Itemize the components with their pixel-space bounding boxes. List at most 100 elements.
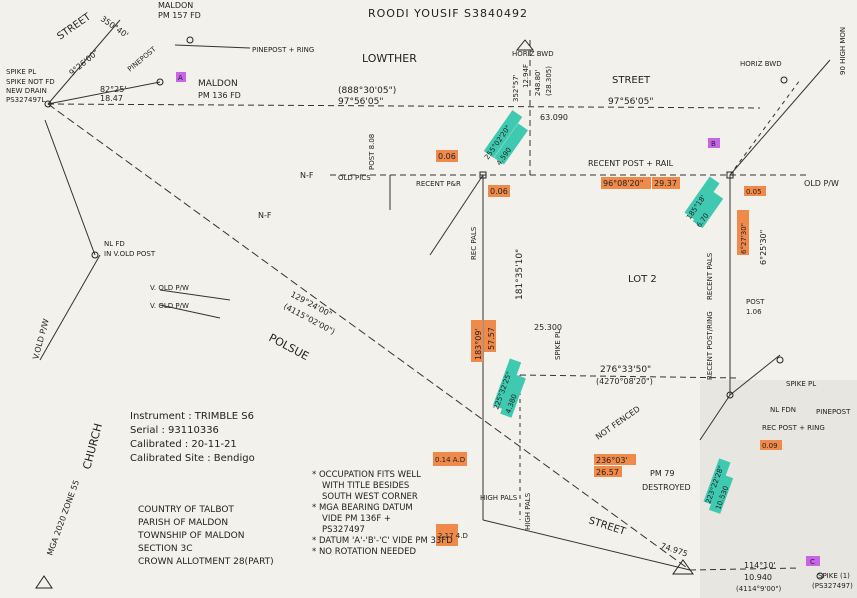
station-spike-left <box>44 100 52 108</box>
hl-box-11 <box>433 452 467 466</box>
label-maldon-136: MALDON <box>198 79 238 89</box>
bearing-text: 74.975 <box>659 541 688 558</box>
highlight-text: 0.14 A.D <box>435 456 465 464</box>
pm-tie-line <box>47 81 161 105</box>
sheet-title: ROODI YOUSIF S3840492 <box>368 7 528 20</box>
station-nl-fd <box>91 251 99 259</box>
bearing-text: V.OLD P/W <box>31 318 51 361</box>
parish-line: COUNTRY OF TALBOT <box>138 505 234 515</box>
note-line: PS327497 <box>322 525 365 535</box>
label-recent-pr: RECENT P&R <box>416 180 461 188</box>
hl-box-3 <box>601 177 651 189</box>
parish-line: CROWN ALLOTMENT 28(PART) <box>138 557 274 567</box>
bearing-text: (4114°9'00") <box>736 585 782 593</box>
teal-box-6 <box>500 374 526 418</box>
notes-block: * OCCUPATION FITS WELL WITH TITLE BESIDE… <box>312 470 453 558</box>
label-spike-bottom: SPIKE (1) <box>818 572 850 580</box>
pinepost-line <box>174 44 251 49</box>
label-post: POST <box>746 298 765 306</box>
note-line: * MGA BEARING DATUM <box>312 503 413 513</box>
hl-box-10 <box>760 440 782 450</box>
bearing-text: 248.80' <box>534 70 542 96</box>
label-vold-pw-1: V. OLD P/W <box>150 284 189 292</box>
hl-box-c <box>806 556 820 566</box>
bearing-text: 6°25'30" <box>759 230 768 265</box>
station-ne-corner <box>726 171 734 179</box>
highlight-text: B <box>711 140 716 148</box>
note-line: * DATUM 'A'-'B'-'C' VIDE PM 33FD <box>312 536 453 546</box>
label-maldon-157: MALDON <box>158 1 193 10</box>
station-bottom-spike <box>816 572 824 580</box>
bearing-text: 29.37 <box>654 179 677 188</box>
station-spike-right <box>776 356 784 364</box>
ne-ring-line <box>729 59 831 176</box>
label-ps-bottom: (PS327497) <box>812 582 853 590</box>
label-pm136: PM 136 FD <box>198 91 241 100</box>
label-spike-right: SPIKE PL <box>786 380 816 388</box>
label-old-pw: OLD P/W <box>804 179 839 188</box>
hl-box-5 <box>744 186 766 196</box>
highlight-text: 2.17 4.D <box>438 532 468 540</box>
instrument-line: Instrument : TRIMBLE S6 <box>130 411 255 422</box>
label-nl-fd: NL FD <box>104 240 125 248</box>
hl-box-12 <box>436 524 458 546</box>
label-rec-post-ring: REC POST + RING <box>762 424 825 432</box>
station-nw-corner <box>479 171 487 179</box>
bearing-text: 181°35'10" <box>515 249 525 300</box>
bearing-text: (4270°08'20") <box>596 377 653 386</box>
pm79-triangle-icon <box>672 559 694 575</box>
label-spike-left: SPIKE PL <box>6 68 36 76</box>
note-line: * OCCUPATION FITS WELL <box>312 470 421 480</box>
label-recent-post-ring: RECENT POST/RING <box>706 311 714 380</box>
nw-street-line <box>47 19 121 105</box>
street-label-nw: STREET <box>55 11 93 42</box>
station-se-corner <box>726 391 734 399</box>
bearing-text: 25.300 <box>534 323 562 332</box>
label-not-fenced: NOT FENCED <box>594 404 642 441</box>
parish-line: SECTION 3C <box>138 544 193 554</box>
highlight-text: 0.05 <box>746 188 762 196</box>
teal-box-7 <box>703 458 731 506</box>
highlight-text: 0.06 <box>490 187 508 196</box>
diagonal-boundary-line <box>47 103 691 571</box>
station-pm157 <box>186 36 194 44</box>
teal-box-4 <box>692 191 724 229</box>
street-label-church: CHURCH <box>80 422 105 471</box>
station-ne-spike <box>780 76 788 84</box>
label-nl-fdn: NL FDN <box>770 406 796 414</box>
note-line: WITH TITLE BESIDES <box>322 481 410 491</box>
label-horiz-bwd-2: HORIZ BWD <box>740 60 782 68</box>
se-tie-line <box>699 394 731 441</box>
highlight-boxes <box>176 72 820 566</box>
label-pm157: PM 157 FD <box>158 11 201 20</box>
street-label-polsue: POLSUE <box>267 331 311 363</box>
bearing-text: 350°40' <box>99 14 130 40</box>
station-pm136 <box>156 78 164 86</box>
hl-box-7 <box>484 320 496 352</box>
bearing-text: 352°57' <box>512 74 520 102</box>
hl-box-1 <box>436 150 458 162</box>
south-line <box>519 374 741 379</box>
ne-tie-line <box>729 79 801 176</box>
serial-line: Serial : 93110336 <box>130 425 219 436</box>
bearing-text: 10.940 <box>744 573 772 582</box>
highlight-text: A <box>178 74 183 82</box>
bearing-text: (28.305) <box>545 66 553 96</box>
label-nf-left: N-F <box>300 171 314 180</box>
label-destroyed: DESTROYED <box>642 483 691 492</box>
bearing-text: 57.57 <box>487 327 496 350</box>
parish-block: COUNTRY OF TALBOT PARISH OF MALDON TOWNS… <box>138 504 274 569</box>
highlight-text: 0.06 <box>438 152 456 161</box>
bottom-street-line <box>482 519 691 571</box>
label-high-pals-2: HIGH PALS <box>524 492 532 530</box>
bottom-right-line <box>689 567 801 571</box>
hl-box-2 <box>488 185 510 197</box>
note-line: * NO ROTATION NEEDED <box>312 547 416 557</box>
street-label-bottom: STREET <box>587 515 628 538</box>
label-high-pals: HIGH PALS <box>480 494 518 502</box>
teal-boxes <box>483 110 734 514</box>
vold-pw-line <box>39 254 101 361</box>
bearing-text: 276°33'50" <box>600 365 651 375</box>
hl-box-4 <box>652 177 680 189</box>
bearing-text: 18.47 <box>100 94 123 103</box>
